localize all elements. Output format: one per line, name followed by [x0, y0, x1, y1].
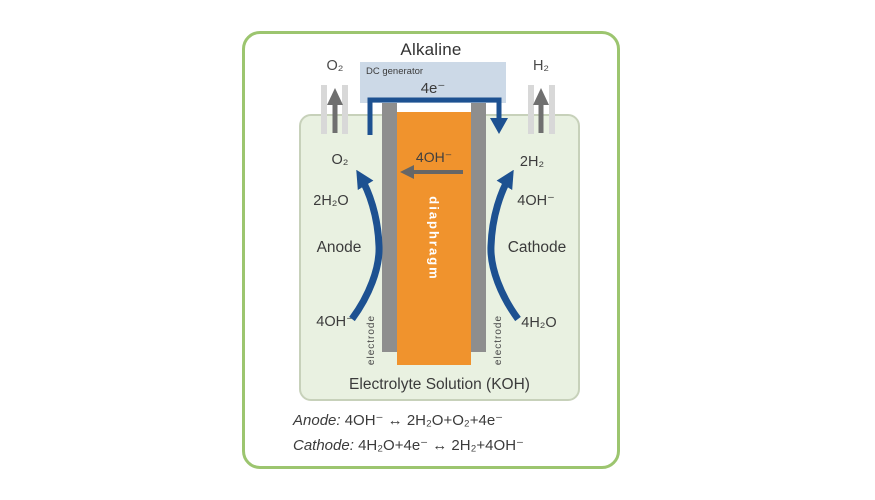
oxygen-tube-wall-right	[342, 85, 348, 134]
electrolyte-solution-label: Electrolyte Solution (KOH)	[349, 376, 530, 393]
anode-ion-label: 4OH⁻	[316, 314, 354, 330]
cathode-equation-formula: 4H₂O+4e⁻ ↔ 2H₂+4OH⁻	[358, 437, 524, 454]
anode-equation: Anode: 4OH⁻ ↔ 2H₂O+O₂+4e⁻	[293, 411, 613, 429]
oxygen-tube-wall-left	[321, 85, 327, 134]
anode-equation-label: Anode:	[293, 412, 341, 429]
hydrogen-outlet-label: H₂	[532, 58, 550, 74]
cathode-water-label: 4H₂O	[521, 315, 557, 331]
diaphragm-bar: diaphragm	[397, 112, 471, 365]
anode-gas-label: O₂	[331, 152, 349, 168]
hydrogen-tube-wall-right	[549, 85, 555, 134]
oh-transport-label: 4OH⁻	[415, 149, 453, 165]
anode-electrode-label: electrode	[366, 314, 377, 366]
dc-generator-box	[360, 62, 506, 103]
oxygen-outlet-label: O₂	[326, 58, 344, 74]
cathode-name-label: Cathode	[507, 239, 567, 256]
dc-generator-label: DC generator	[366, 66, 424, 77]
cathode-equation-label: Cathode:	[293, 437, 354, 454]
cathode-electrode-bar	[471, 103, 486, 352]
cathode-ion-label: 4OH⁻	[517, 193, 555, 209]
anode-name-label: Anode	[316, 239, 362, 256]
diagram-title: Alkaline	[400, 40, 462, 59]
cathode-electrode-label: electrode	[493, 314, 504, 366]
anode-equation-formula: 4OH⁻ ↔ 2H₂O+O₂+4e⁻	[344, 412, 504, 429]
anode-water-label: 2H₂O	[313, 193, 349, 209]
anode-electrode-bar	[382, 103, 397, 352]
cathode-equation: Cathode: 4H₂O+4e⁻ ↔ 2H₂+4OH⁻	[293, 436, 613, 454]
cathode-gas-label: 2H₂	[519, 154, 545, 170]
diaphragm-label: diaphragm	[426, 196, 442, 281]
hydrogen-tube-wall-left	[528, 85, 534, 134]
electron-flow-label: 4e⁻	[420, 80, 446, 97]
